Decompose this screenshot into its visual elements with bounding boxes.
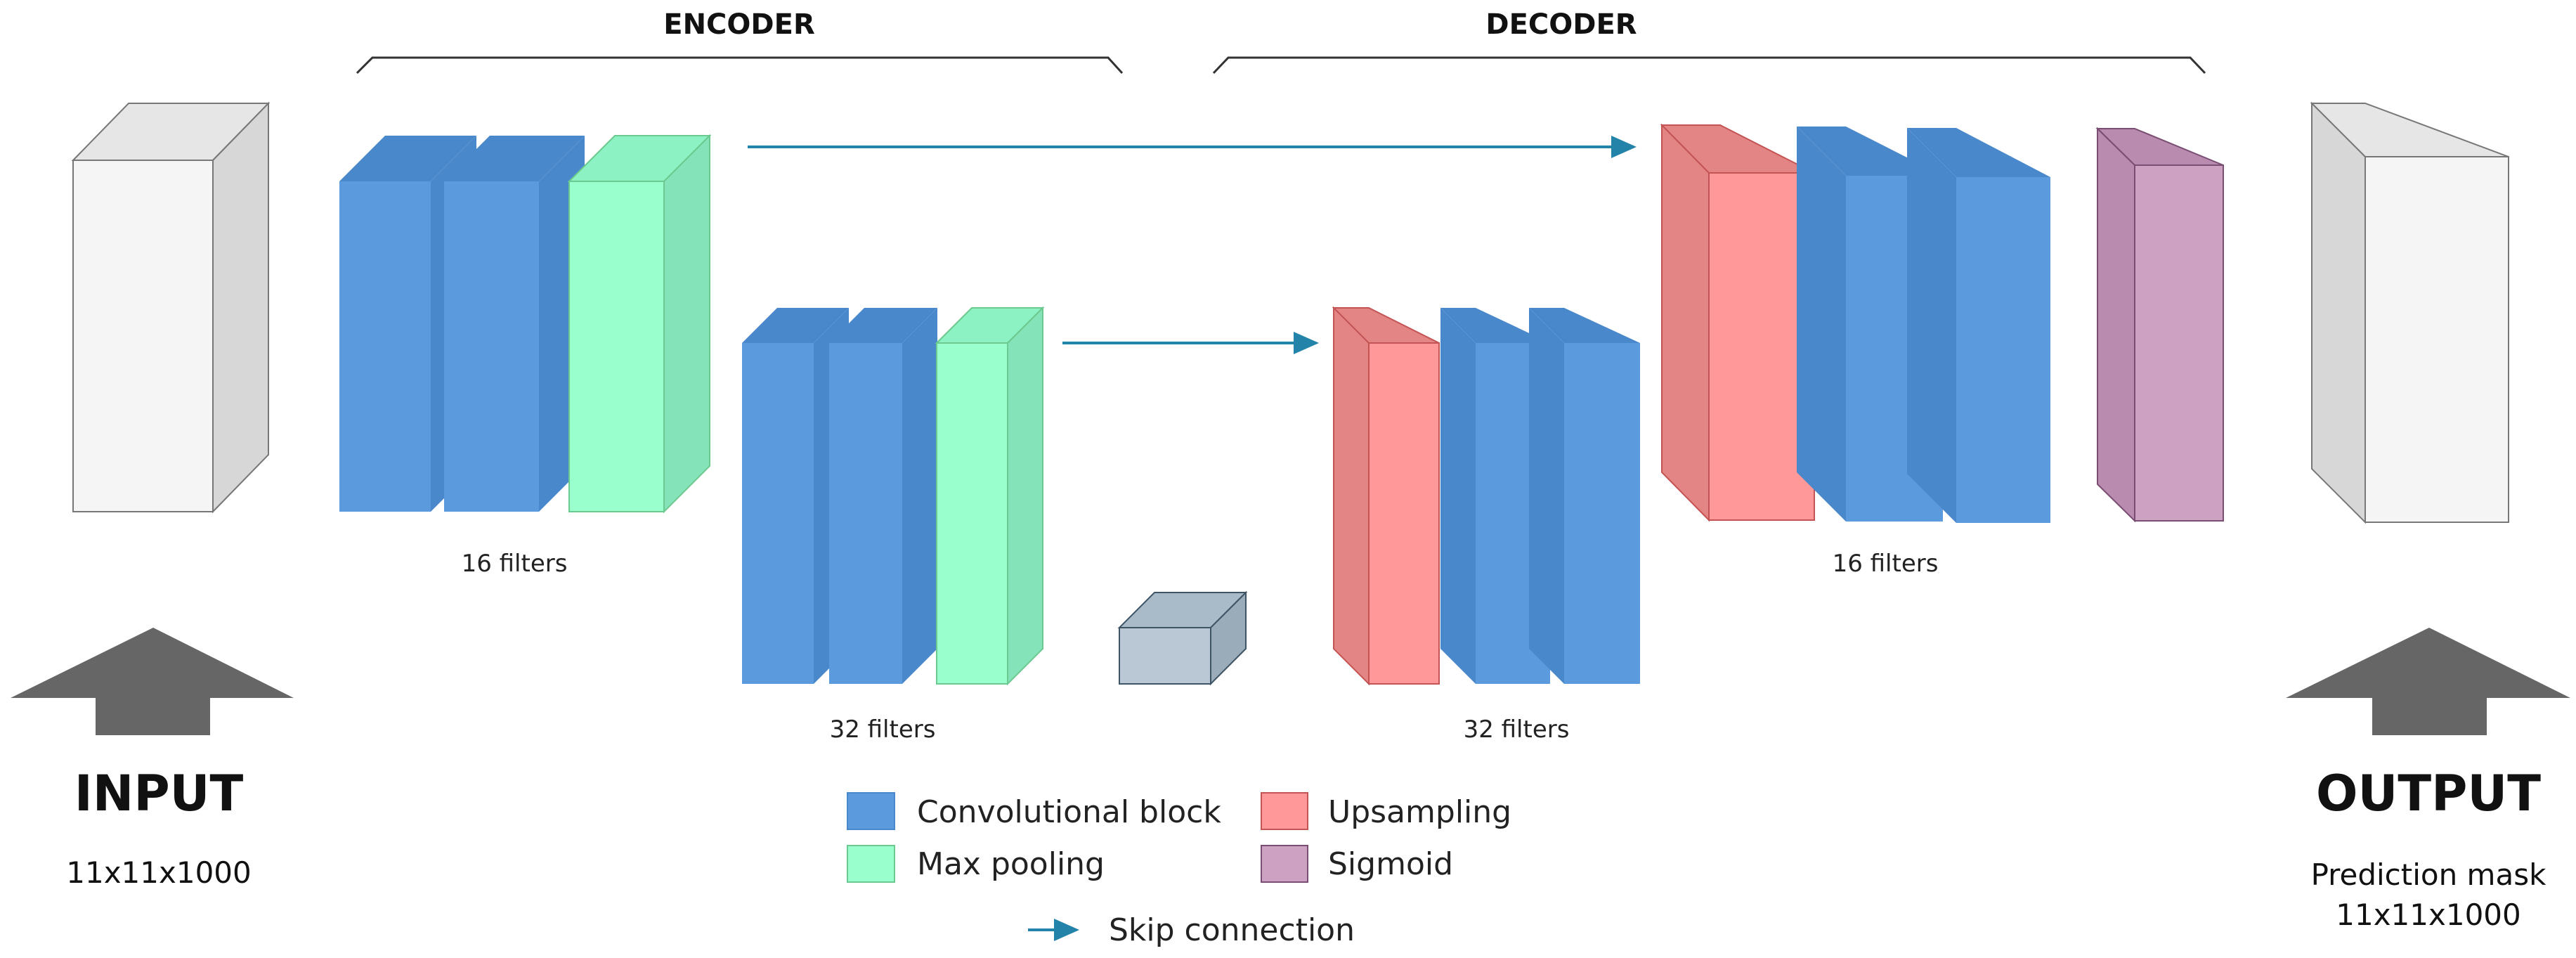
legend: Convolutional block Upsampling Max pooli… bbox=[847, 792, 1511, 948]
legend-label-conv: Convolutional block bbox=[917, 794, 1221, 830]
legend-swatch-maxpool bbox=[847, 845, 895, 883]
legend-swatch-upsampling bbox=[1261, 792, 1308, 830]
output-description: Prediction mask bbox=[2311, 857, 2547, 892]
input-arrow-icon bbox=[11, 628, 294, 735]
input-volume bbox=[71, 101, 271, 514]
legend-swatch-conv bbox=[847, 792, 895, 830]
enc2-conv-block-1 bbox=[742, 308, 849, 684]
dec1-conv-block-2 bbox=[1907, 128, 2050, 523]
input-dims: 11x11x1000 bbox=[66, 855, 251, 890]
enc2-conv-block-2 bbox=[829, 308, 937, 684]
enc1-filters-label: 16 filters bbox=[462, 550, 568, 578]
sigmoid-block bbox=[2095, 127, 2224, 523]
dec2-conv-block-2 bbox=[1529, 308, 1640, 684]
encoder-bracket bbox=[356, 56, 1124, 75]
enc1-conv-block-1 bbox=[339, 136, 476, 512]
enc2-filters-label: 32 filters bbox=[830, 716, 936, 744]
output-arrow-icon bbox=[2286, 628, 2570, 735]
legend-label-skip: Skip connection bbox=[1109, 912, 1355, 948]
bottleneck-block bbox=[1117, 590, 1248, 686]
output-title: OUTPUT bbox=[2316, 765, 2541, 822]
input-title: INPUT bbox=[74, 765, 244, 822]
dec2-filters-label: 32 filters bbox=[1464, 716, 1570, 744]
dec1-upsampling bbox=[1660, 123, 1815, 522]
legend-label-maxpool: Max pooling bbox=[917, 846, 1105, 882]
legend-label-sigmoid: Sigmoid bbox=[1328, 846, 1453, 882]
decoder-header: DECODER bbox=[1485, 8, 1637, 41]
output-dims: 11x11x1000 bbox=[2336, 898, 2520, 932]
dec1-filters-label: 16 filters bbox=[1833, 550, 1939, 578]
enc2-max-pooling bbox=[935, 306, 1045, 686]
output-volume bbox=[2310, 101, 2509, 524]
legend-swatch-sigmoid bbox=[1261, 845, 1308, 883]
enc1-conv-block-2 bbox=[444, 136, 585, 512]
encoder-header: ENCODER bbox=[663, 8, 815, 41]
dec2-upsampling bbox=[1332, 306, 1440, 686]
enc1-max-pooling bbox=[567, 134, 712, 514]
legend-label-upsampling: Upsampling bbox=[1328, 794, 1511, 830]
decoder-bracket bbox=[1212, 56, 2206, 75]
